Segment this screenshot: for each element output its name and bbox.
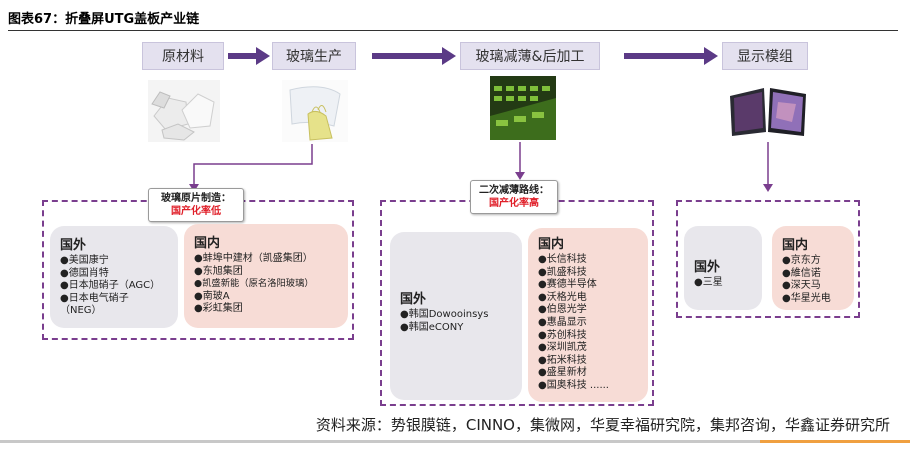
list-item: ●京东方 xyxy=(782,255,821,266)
thinning-domestic-panel: 国内 ●长信科技 ●凯盛科技 ●赛德半导体 ●沃格光电 ●伯恩光学 ●惠晶显示 … xyxy=(528,228,648,402)
connector-thinning xyxy=(515,142,525,180)
glass-thinning-image xyxy=(490,76,556,140)
flow-arrow-3 xyxy=(624,47,718,65)
list-item: ●蚌埠中建材（凯盛集团） xyxy=(194,253,313,264)
stage-display-module: 显示模组 xyxy=(722,42,808,70)
source-note: 资料来源：势银膜链，CINNO，集微网，华夏幸福研究院，集邦咨询，华鑫证券研究所 xyxy=(315,416,890,434)
flow-arrow-1 xyxy=(228,47,270,65)
list-item: ●深圳凯茂 xyxy=(538,342,587,354)
stage-glass-production: 玻璃生产 xyxy=(272,42,356,70)
list-item: ●长信科技 xyxy=(538,254,587,265)
thinning-domestic-heading: 国内 xyxy=(538,237,565,252)
module-domestic-list: ●京东方 ●維信诺 ●深天马 ●华星光电 xyxy=(782,255,844,305)
thinning-callout-subtitle: 国产化率高 xyxy=(489,198,539,209)
list-item: ●华星光电 xyxy=(782,292,831,304)
list-item: （NEG） xyxy=(60,305,102,317)
flow-arrow-2 xyxy=(372,47,456,65)
bottom-divider xyxy=(0,440,910,443)
glass-domestic-list: ●蚌埠中建材（凯盛集团） ●东旭集团 ●凯盛新能（原名洛阳玻璃） ●南玻A ●彩… xyxy=(194,253,338,316)
stage-raw-materials: 原材料 xyxy=(142,42,224,70)
thinning-foreign-heading: 国外 xyxy=(400,292,427,307)
glass-callout: 玻璃原片制造： 国产化率低 xyxy=(148,188,244,222)
module-foreign-panel: 国外 ●三星 xyxy=(684,226,762,310)
list-item: ●維信诺 xyxy=(782,267,821,279)
list-item: ●苏创科技 xyxy=(538,329,587,341)
list-item: ●彩虹集团 xyxy=(194,303,243,315)
glass-foreign-heading: 国外 xyxy=(60,238,87,253)
glass-callout-title: 玻璃原片制造： xyxy=(161,193,231,204)
module-foreign-list: ●三星 xyxy=(694,277,752,290)
connector-glass xyxy=(189,144,313,192)
list-item: ●拓米科技 xyxy=(538,354,587,366)
list-item: ●日本电气硝子 xyxy=(60,292,129,304)
list-item: ●东旭集团 xyxy=(194,265,243,277)
list-item: ●德国肖特 xyxy=(60,267,109,279)
raw-material-image xyxy=(148,80,220,142)
list-item: ●赛德半导体 xyxy=(538,279,597,291)
list-item: ●三星 xyxy=(694,277,723,288)
list-item: ●沃格光电 xyxy=(538,291,587,303)
glass-domestic-heading: 国内 xyxy=(194,236,221,251)
list-item: ●凯盛新能（原名洛阳玻璃） xyxy=(194,278,314,290)
list-item: ●伯恩光学 xyxy=(538,304,587,316)
foldable-phone-image xyxy=(726,82,812,140)
module-domestic-heading: 国内 xyxy=(782,238,809,253)
figure-title: 图表67：折叠屏UTG盖板产业链 xyxy=(8,12,200,27)
thinning-domestic-list: ●长信科技 ●凯盛科技 ●赛德半导体 ●沃格光电 ●伯恩光学 ●惠晶显示 ●苏创… xyxy=(538,254,638,393)
list-item: ●日本旭硝子（AGC） xyxy=(60,280,161,292)
module-domestic-panel: 国内 ●京东方 ●維信诺 ●深天马 ●华星光电 xyxy=(772,226,854,310)
glass-callout-subtitle: 国产化率低 xyxy=(171,206,221,217)
list-item: ●美国康宁 xyxy=(60,255,109,266)
title-divider xyxy=(8,30,898,31)
thinning-callout: 二次减薄路线： 国产化率高 xyxy=(470,180,558,214)
list-item: ●国奥科技 ...... xyxy=(538,379,609,391)
connector-module xyxy=(763,142,773,192)
list-item: ●凯盛科技 xyxy=(538,266,587,278)
stage-thinning-processing: 玻璃减薄&后加工 xyxy=(460,42,600,70)
list-item: ●深天马 xyxy=(782,280,821,292)
list-item: ●韩国Dowooinsys xyxy=(400,309,489,320)
glass-foreign-panel: 国外 ●美国康宁 ●德国肖特 ●日本旭硝子（AGC） ●日本电气硝子 （NEG） xyxy=(50,226,178,328)
list-item: ●惠晶显示 xyxy=(538,316,587,328)
thinning-foreign-list: ●韩国Dowooinsys ●韩国eCONY xyxy=(400,309,512,334)
list-item: ●南玻A xyxy=(194,290,230,302)
glass-production-image xyxy=(282,80,348,142)
list-item: ●韩国eCONY xyxy=(400,321,464,333)
list-item: ●盛星新材 xyxy=(538,367,587,379)
module-section-frame xyxy=(676,200,860,318)
thinning-foreign-panel: 国外 ●韩国Dowooinsys ●韩国eCONY xyxy=(390,232,522,400)
module-foreign-heading: 国外 xyxy=(694,260,721,275)
thinning-callout-title: 二次减薄路线： xyxy=(479,185,549,196)
glass-foreign-list: ●美国康宁 ●德国肖特 ●日本旭硝子（AGC） ●日本电气硝子 （NEG） xyxy=(60,255,168,318)
glass-domestic-panel: 国内 ●蚌埠中建材（凯盛集团） ●东旭集团 ●凯盛新能（原名洛阳玻璃） ●南玻A… xyxy=(184,224,348,328)
bottom-accent-bar xyxy=(760,440,910,443)
